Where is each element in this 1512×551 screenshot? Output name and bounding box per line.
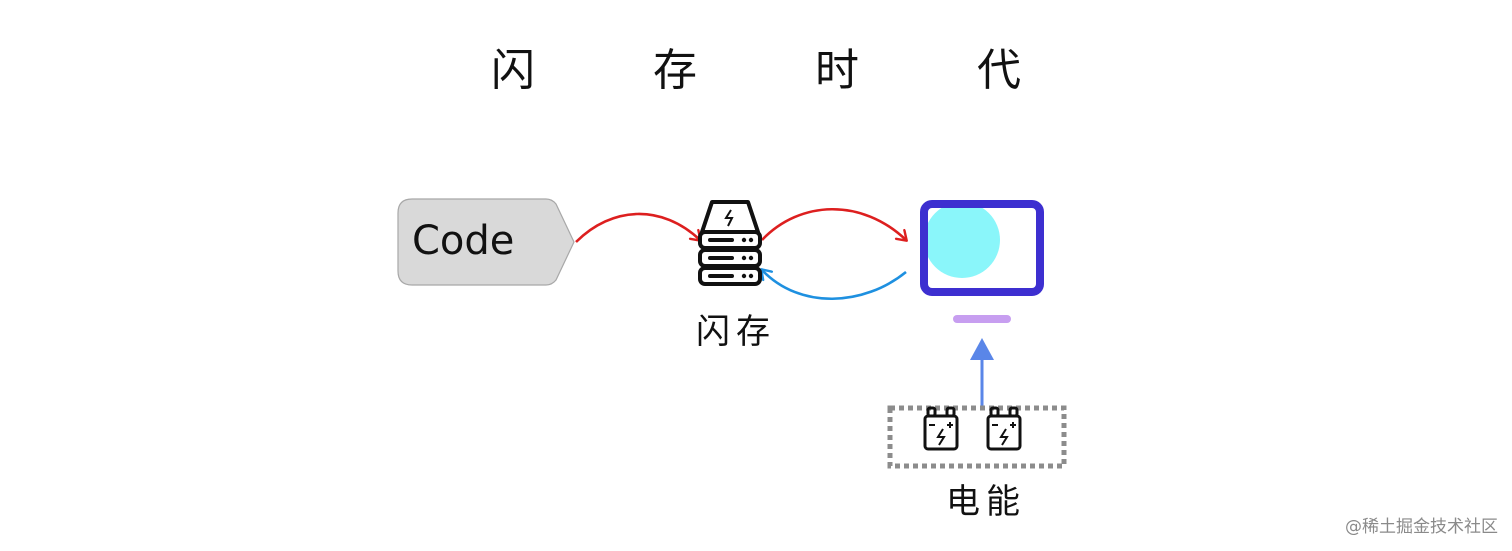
monitor-stand — [953, 315, 1011, 323]
code-node — [397, 198, 575, 286]
power-node-label: 电能 — [946, 482, 1026, 522]
edge-flash-to-screen — [761, 207, 906, 240]
battery-icon — [923, 406, 959, 451]
flash-node-label: 闪存 — [696, 312, 776, 352]
diagram-title: 闪 存 时 代 — [491, 45, 1073, 96]
watermark: @稀土掘金技术社区 — [1345, 517, 1498, 537]
edge-screen-to-flash — [762, 270, 907, 301]
power-box — [887, 405, 1067, 469]
monitor-icon — [920, 200, 1044, 323]
battery-icon — [986, 406, 1022, 451]
edge-code-to-flash — [575, 212, 700, 243]
edge-power-to-screen — [970, 338, 994, 406]
server-icon — [698, 200, 762, 286]
code-node-label: Code — [412, 218, 515, 264]
